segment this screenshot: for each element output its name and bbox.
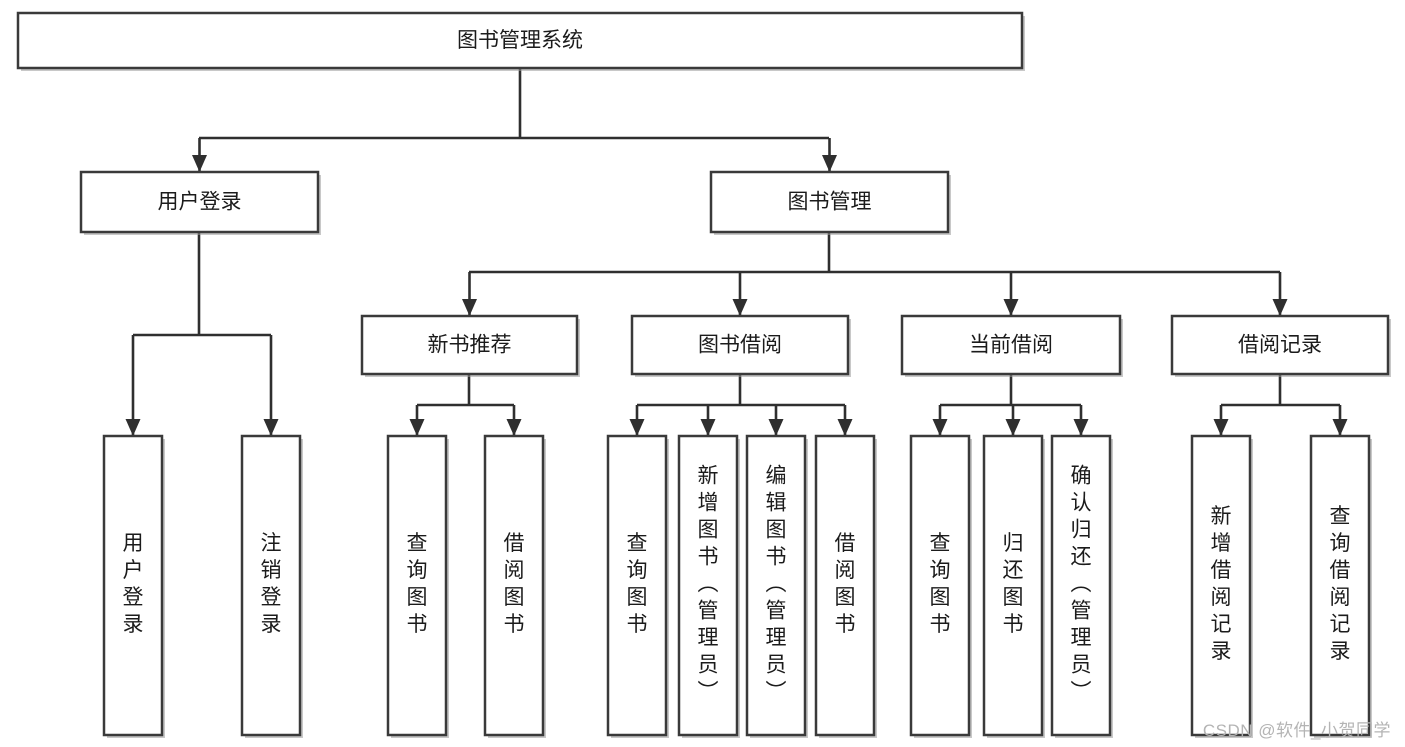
node-user-login[interactable]: 用户登录 [79, 170, 321, 235]
node-leaf-query-book-3[interactable]: 查询图书 [909, 434, 972, 738]
node-label-leaf-query-book-2: 查询图书 [627, 532, 648, 636]
node-leaf-query-book-2[interactable]: 查询图书 [606, 434, 669, 738]
node-label-user-login: 用户登录 [158, 191, 242, 214]
connector-user-login-to-leaf-user-login [125, 335, 141, 436]
node-label-leaf-add-book: 新增图书︵管理员︶ [698, 465, 719, 704]
connector-current-borrow-to-leaf-confirm-return [1073, 405, 1089, 436]
node-book-borrow[interactable]: 图书借阅 [630, 314, 851, 377]
node-borrow-record[interactable]: 借阅记录 [1170, 314, 1391, 377]
node-leaf-add-book[interactable]: 新增图书︵管理员︶ [677, 434, 740, 738]
connector-group-book-management-bar [469, 232, 1280, 274]
connector-book-borrow-to-leaf-add-book [700, 405, 716, 436]
connector-group-root-bar [199, 68, 829, 140]
node-current-borrow[interactable]: 当前借阅 [900, 314, 1123, 377]
node-leaf-return-book[interactable]: 归还图书 [982, 434, 1045, 738]
node-label-leaf-logout: 注销登录 [261, 532, 282, 636]
node-leaf-query-record[interactable]: 查询借阅记录 [1309, 434, 1372, 738]
connector-book-management-to-borrow-record [1272, 272, 1288, 316]
connector-group-new-book-bar [417, 374, 514, 407]
connector-book-management-to-new-book-recommend [462, 272, 477, 316]
connector-new-book-recommend-to-leaf-borrow-book-1 [506, 405, 522, 436]
connector-group-current-borrow-bar [940, 374, 1081, 407]
node-root[interactable]: 图书管理系统 [16, 11, 1025, 71]
node-label-leaf-query-record: 查询借阅记录 [1330, 505, 1351, 663]
connector-new-book-recommend-to-leaf-query-book-1 [409, 405, 425, 436]
node-label-root: 图书管理系统 [457, 29, 583, 52]
node-label-leaf-query-book-3: 查询图书 [930, 532, 951, 636]
node-leaf-borrow-book-1[interactable]: 借阅图书 [483, 434, 546, 738]
connector-group-borrow-record-bar [1221, 374, 1340, 407]
node-label-borrow-record: 借阅记录 [1238, 334, 1322, 357]
node-label-book-borrow: 图书借阅 [698, 334, 782, 357]
node-label-leaf-add-record: 新增借阅记录 [1211, 505, 1232, 663]
connector-group-book-borrow-bar [637, 374, 845, 407]
node-leaf-query-book-1[interactable]: 查询图书 [386, 434, 449, 738]
node-leaf-user-login[interactable]: 用户登录 [102, 434, 165, 738]
node-leaf-logout[interactable]: 注销登录 [240, 434, 303, 738]
node-label-leaf-return-book: 归还图书 [1003, 532, 1024, 636]
connector-borrow-record-to-leaf-query-record [1332, 405, 1348, 436]
node-label-leaf-borrow-book-2: 借阅图书 [835, 532, 856, 636]
node-label-leaf-borrow-book-1: 借阅图书 [504, 532, 525, 636]
node-layer: 图书管理系统用户登录图书管理新书推荐图书借阅当前借阅借阅记录用户登录注销登录查询… [16, 11, 1391, 738]
node-label-book-management: 图书管理 [788, 191, 872, 214]
connector-root-to-user-login [192, 138, 207, 172]
node-label-new-book-recommend: 新书推荐 [428, 334, 512, 357]
connector-user-login-to-leaf-logout [263, 335, 279, 436]
node-leaf-add-record[interactable]: 新增借阅记录 [1190, 434, 1253, 738]
node-book-management[interactable]: 图书管理 [709, 170, 951, 235]
connector-current-borrow-to-leaf-return-book [1005, 405, 1021, 436]
node-label-leaf-query-book-1: 查询图书 [407, 532, 428, 636]
node-label-leaf-edit-book: 编辑图书︵管理员︶ [766, 465, 787, 704]
connector-book-management-to-current-borrow [1003, 272, 1019, 316]
node-label-leaf-user-login: 用户登录 [123, 532, 144, 636]
connector-root-to-book-management [822, 138, 837, 172]
node-leaf-edit-book[interactable]: 编辑图书︵管理员︶ [745, 434, 808, 738]
connector-layer [125, 68, 1348, 436]
connector-book-borrow-to-leaf-query-book-2 [629, 405, 645, 436]
connector-book-borrow-to-leaf-edit-book [768, 405, 784, 436]
connector-book-management-to-book-borrow [732, 272, 748, 316]
node-leaf-borrow-book-2[interactable]: 借阅图书 [814, 434, 877, 738]
connector-group-user-login-bar [133, 232, 271, 337]
node-new-book-recommend[interactable]: 新书推荐 [360, 314, 580, 377]
node-leaf-confirm-return[interactable]: 确认归还︵管理员︶ [1050, 434, 1113, 738]
node-label-leaf-confirm-return: 确认归还︵管理员︶ [1071, 465, 1092, 704]
node-label-current-borrow: 当前借阅 [969, 334, 1053, 357]
connector-current-borrow-to-leaf-query-book-3 [932, 405, 948, 436]
connector-book-borrow-to-leaf-borrow-book-2 [837, 405, 853, 436]
connector-borrow-record-to-leaf-add-record [1213, 405, 1229, 436]
